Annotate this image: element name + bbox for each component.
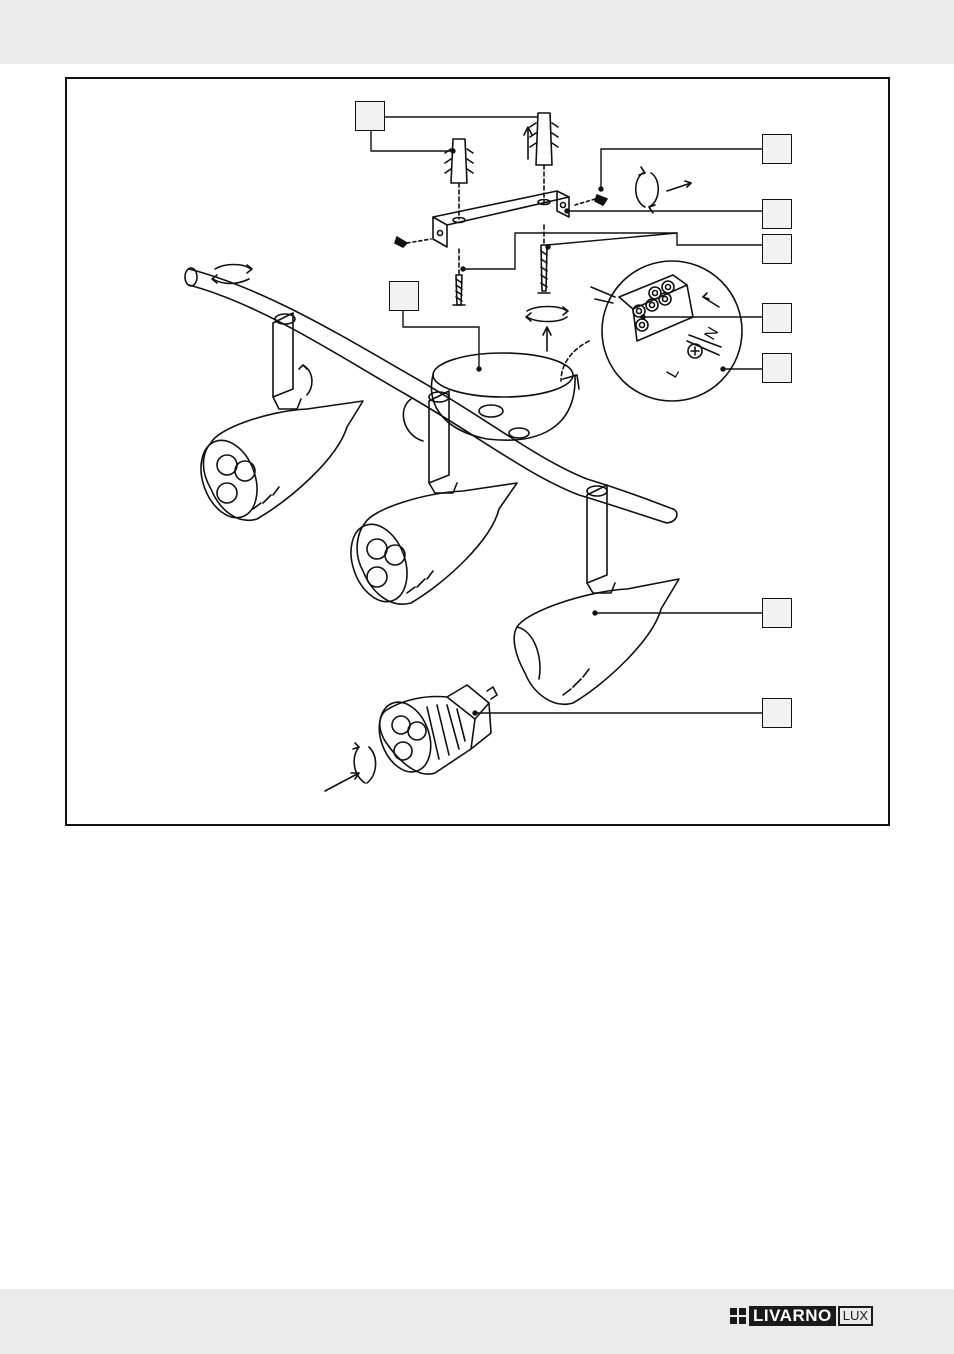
header-band: [0, 0, 954, 64]
bracket-screw-left: [394, 236, 432, 248]
wall-plug-right: [529, 112, 559, 204]
callout-box-8: [762, 598, 792, 628]
assembly-figure: L N: [65, 77, 890, 826]
rotate-arrow-base: [525, 305, 569, 352]
rotate-arrow-screw: [634, 166, 692, 214]
brand-name: LIVARNO: [749, 1306, 836, 1326]
mounting-bracket: [432, 190, 570, 248]
callout-box-2: [762, 134, 792, 164]
arrow-up-plug: [523, 126, 533, 160]
assembly-drawing: L N: [184, 112, 763, 792]
brand-logo-icon: [730, 1308, 746, 1324]
callout-box-6: [762, 303, 792, 333]
spotlight-middle: [350, 390, 518, 605]
spotlight-left: [200, 263, 364, 522]
terminal-label-l: L: [664, 365, 683, 381]
terminal-detail: [560, 260, 743, 402]
callout-box-9: [762, 698, 792, 728]
long-screw-right: [537, 224, 551, 294]
gu10-bulb: [324, 684, 498, 792]
callout-box-4: [762, 234, 792, 264]
ceiling-canopy: [402, 352, 580, 442]
brand-logo: LIVARNO LUX: [730, 1306, 874, 1326]
spotlight-right: [513, 484, 680, 706]
callout-box-5: [389, 281, 419, 311]
leader-lines: [370, 116, 763, 716]
callout-box-7: [762, 353, 792, 383]
callout-box-1: [355, 101, 385, 131]
bracket-screw-right: [574, 194, 608, 206]
long-screw-left: [452, 248, 466, 306]
callout-box-3: [762, 199, 792, 229]
brand-suffix: LUX: [837, 1306, 874, 1326]
